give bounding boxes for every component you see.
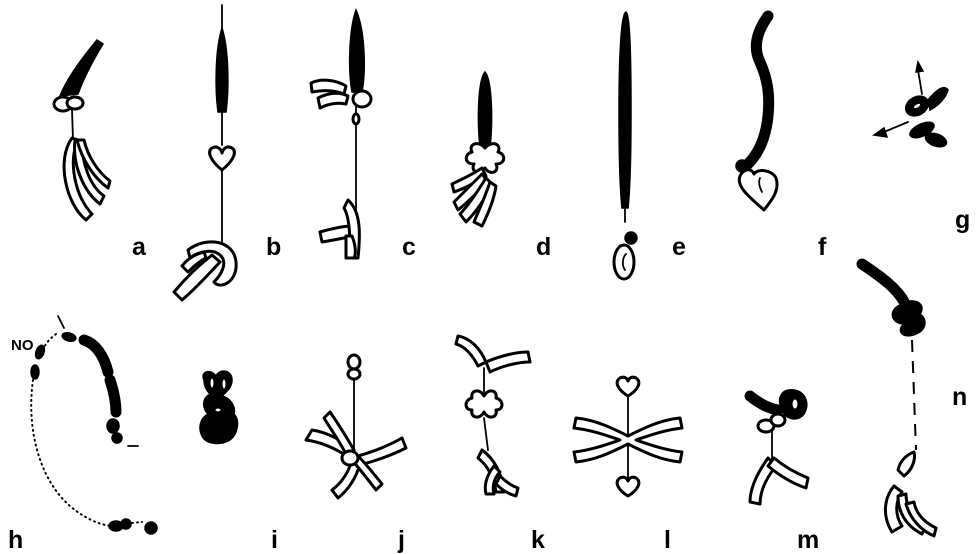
chromatin-lobe: [928, 88, 948, 110]
centromere-clover: [466, 391, 502, 417]
panel-label: a: [132, 233, 147, 261]
chromomere: [34, 344, 46, 360]
panel-label: j: [397, 526, 405, 554]
chromatin-gap: [214, 407, 222, 413]
panel-n: n: [862, 264, 967, 536]
terminal-knob: [348, 355, 360, 369]
panel-e: e: [614, 12, 686, 279]
chromomere: [112, 433, 122, 443]
panel-i: i: [200, 371, 278, 554]
panel-label: m: [797, 526, 819, 554]
heart-knob: [617, 477, 639, 496]
panel-label: g: [955, 206, 970, 234]
panel-f: f: [736, 16, 827, 261]
panel-label: n: [952, 383, 967, 411]
centromere-knob: [771, 414, 785, 426]
panel-h: NO h: [8, 316, 157, 554]
centromere-knob: [67, 97, 83, 109]
panel-label: l: [664, 526, 671, 554]
heart-knob: [210, 147, 235, 170]
panel-label: c: [402, 233, 416, 261]
heterochromatic-segment: [619, 12, 631, 208]
chromomere: [61, 331, 77, 342]
small-knob: [353, 114, 359, 124]
panel-label: f: [818, 233, 827, 261]
chromomere-cluster: [84, 340, 108, 372]
heterochromatic-coil: [892, 301, 925, 336]
centromere-knob: [342, 451, 358, 465]
chromatin-gap: [221, 378, 227, 390]
satellite-body: [898, 452, 915, 476]
chromatin-gap: [791, 398, 799, 410]
chromatin-lobe: [924, 131, 949, 150]
panel-l: l: [574, 377, 682, 554]
panel-g: g: [874, 62, 970, 234]
dotted-thread: [132, 522, 142, 523]
heterochromatic-segment: [862, 264, 906, 306]
euchromatic-arm: [768, 458, 808, 488]
chromomere: [107, 419, 119, 433]
panel-m: m: [750, 390, 819, 554]
heterochromatic-segment: [60, 40, 103, 96]
chromomere: [31, 365, 39, 379]
centromere-dot: [625, 232, 637, 244]
panel-b: b: [174, 5, 281, 300]
panel-k: k: [456, 336, 545, 554]
nucleolus-organizer-label: NO: [11, 337, 34, 354]
centromere-arm: [311, 80, 346, 94]
panel-label: i: [271, 526, 278, 554]
heterochromatic-segment: [748, 16, 769, 164]
panel-c: c: [311, 10, 416, 261]
dotted-thread: [42, 334, 56, 352]
panel-d: d: [452, 72, 551, 261]
heterochromatic-segment: [350, 10, 365, 92]
thread: [72, 110, 73, 140]
arrow: [884, 122, 908, 132]
arrowhead: [916, 62, 923, 72]
chromomere: [121, 519, 131, 529]
heart-knob: [617, 377, 639, 396]
centromere-arm: [318, 93, 348, 108]
panel-label: e: [672, 233, 686, 261]
chromomere: [145, 522, 157, 534]
centromere-clover: [466, 144, 504, 173]
euchromatic-arm: [486, 352, 530, 372]
arrow: [918, 70, 922, 94]
panel-a: a: [54, 40, 147, 261]
heterochromatic-segment: [216, 28, 228, 112]
heterochromatic-segment: [750, 396, 778, 410]
panel-label: k: [531, 526, 545, 554]
euchromatic-arm: [346, 236, 355, 258]
tick: [58, 316, 64, 328]
panel-j: j: [306, 355, 406, 554]
centromere-knob: [353, 91, 371, 107]
terminal-body: [614, 245, 634, 279]
panel-label: h: [8, 526, 23, 554]
dashed-thread: [912, 340, 916, 450]
chromatin-gap: [209, 377, 215, 389]
heterochromatic-segment: [478, 72, 491, 148]
chromomere-cluster: [110, 380, 116, 412]
arrowhead: [874, 128, 887, 137]
terminal-knob: [348, 369, 360, 379]
panel-label: d: [536, 233, 551, 261]
dotted-thread: [31, 380, 110, 526]
terminal-body: [739, 170, 777, 210]
panel-label: b: [266, 233, 281, 261]
euchromatic-arm: [456, 336, 486, 366]
